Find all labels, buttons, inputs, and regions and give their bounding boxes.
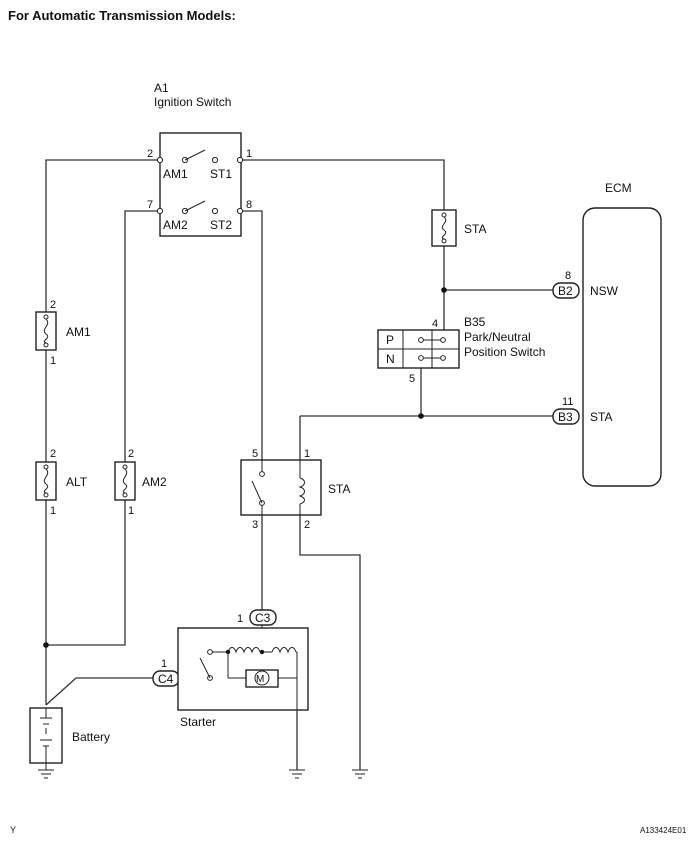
ignition-switch: A1 Ignition Switch AM1 ST1 AM2 ST2 2 1 7…	[147, 81, 252, 237]
pin-label: 2	[50, 299, 56, 311]
contact-st2: ST2	[210, 218, 232, 232]
pin-label: 7	[147, 199, 153, 211]
connector-c3: C3	[255, 611, 271, 625]
position-n: N	[386, 352, 395, 366]
battery-label: Battery	[72, 730, 110, 744]
pin-label: 11	[562, 396, 573, 408]
ecm: ECM B2 8 NSW B3 11 STA	[552, 181, 662, 487]
fuse-am2-label: AM2	[142, 475, 167, 489]
connector-b2: B2	[558, 284, 573, 298]
contact-am1: AM1	[163, 167, 188, 181]
ecm-name: ECM	[605, 181, 632, 195]
sta-relay: STA 5 1 3 2	[240, 448, 350, 531]
connector-b3: B3	[558, 410, 573, 424]
diagram-title: For Automatic Transmission Models:	[8, 8, 236, 23]
pin-label: 8	[565, 270, 571, 282]
ignition-switch-name: Ignition Switch	[154, 95, 231, 109]
pin-label: 1	[304, 448, 310, 460]
pin-label: 1	[237, 613, 243, 625]
pin-label: 8	[246, 199, 252, 211]
park-neutral-switch: B35 Park/Neutral Position Switch P N 4 5	[377, 315, 545, 385]
starter-label: Starter	[180, 715, 216, 729]
park-neutral-name-1: Park/Neutral	[464, 330, 531, 344]
pin-label: 2	[50, 448, 56, 460]
figure-code: A133424E01	[640, 826, 687, 835]
ground-symbol	[289, 769, 305, 779]
pin-label: 1	[50, 355, 56, 367]
position-p: P	[386, 333, 394, 347]
pin-label: 3	[252, 519, 258, 531]
fuse-am1: AM1 2 1	[35, 299, 91, 367]
signal-nsw: NSW	[590, 284, 619, 298]
pin-label: 2	[147, 148, 153, 160]
pin-label: 1	[246, 148, 252, 160]
pin-label: 4	[432, 318, 438, 330]
contact-am2: AM2	[163, 218, 188, 232]
wires	[45, 159, 553, 770]
ground-symbol	[352, 769, 368, 779]
pin-label: 2	[304, 519, 310, 531]
fuse-am1-label: AM1	[66, 325, 91, 339]
connector-c4: C4	[158, 672, 174, 686]
battery: Battery	[29, 707, 110, 770]
fuse-am2: AM2 2 1	[114, 448, 167, 517]
footer-left-mark: Y	[10, 825, 16, 835]
park-neutral-name-2: Position Switch	[464, 345, 545, 359]
fuse-sta: STA	[431, 209, 486, 247]
park-neutral-ref: B35	[464, 315, 486, 329]
pin-label: 5	[252, 448, 258, 460]
pin-label: 5	[409, 373, 415, 385]
pin-label: 1	[50, 505, 56, 517]
relay-label: STA	[328, 482, 350, 496]
fuse-alt: ALT 2 1	[35, 448, 88, 517]
pin-label: 2	[128, 448, 134, 460]
fuse-sta-label: STA	[464, 222, 486, 236]
fuse-alt-label: ALT	[66, 475, 88, 489]
contact-st1: ST1	[210, 167, 232, 181]
starter: C3 1 C4 1 M Starter	[152, 609, 309, 729]
motor-symbol: M	[256, 674, 264, 685]
signal-sta: STA	[590, 410, 612, 424]
pin-label: 1	[128, 505, 134, 517]
pin-label: 1	[161, 658, 167, 670]
ground-symbol	[38, 769, 54, 779]
ignition-switch-ref: A1	[154, 81, 169, 95]
